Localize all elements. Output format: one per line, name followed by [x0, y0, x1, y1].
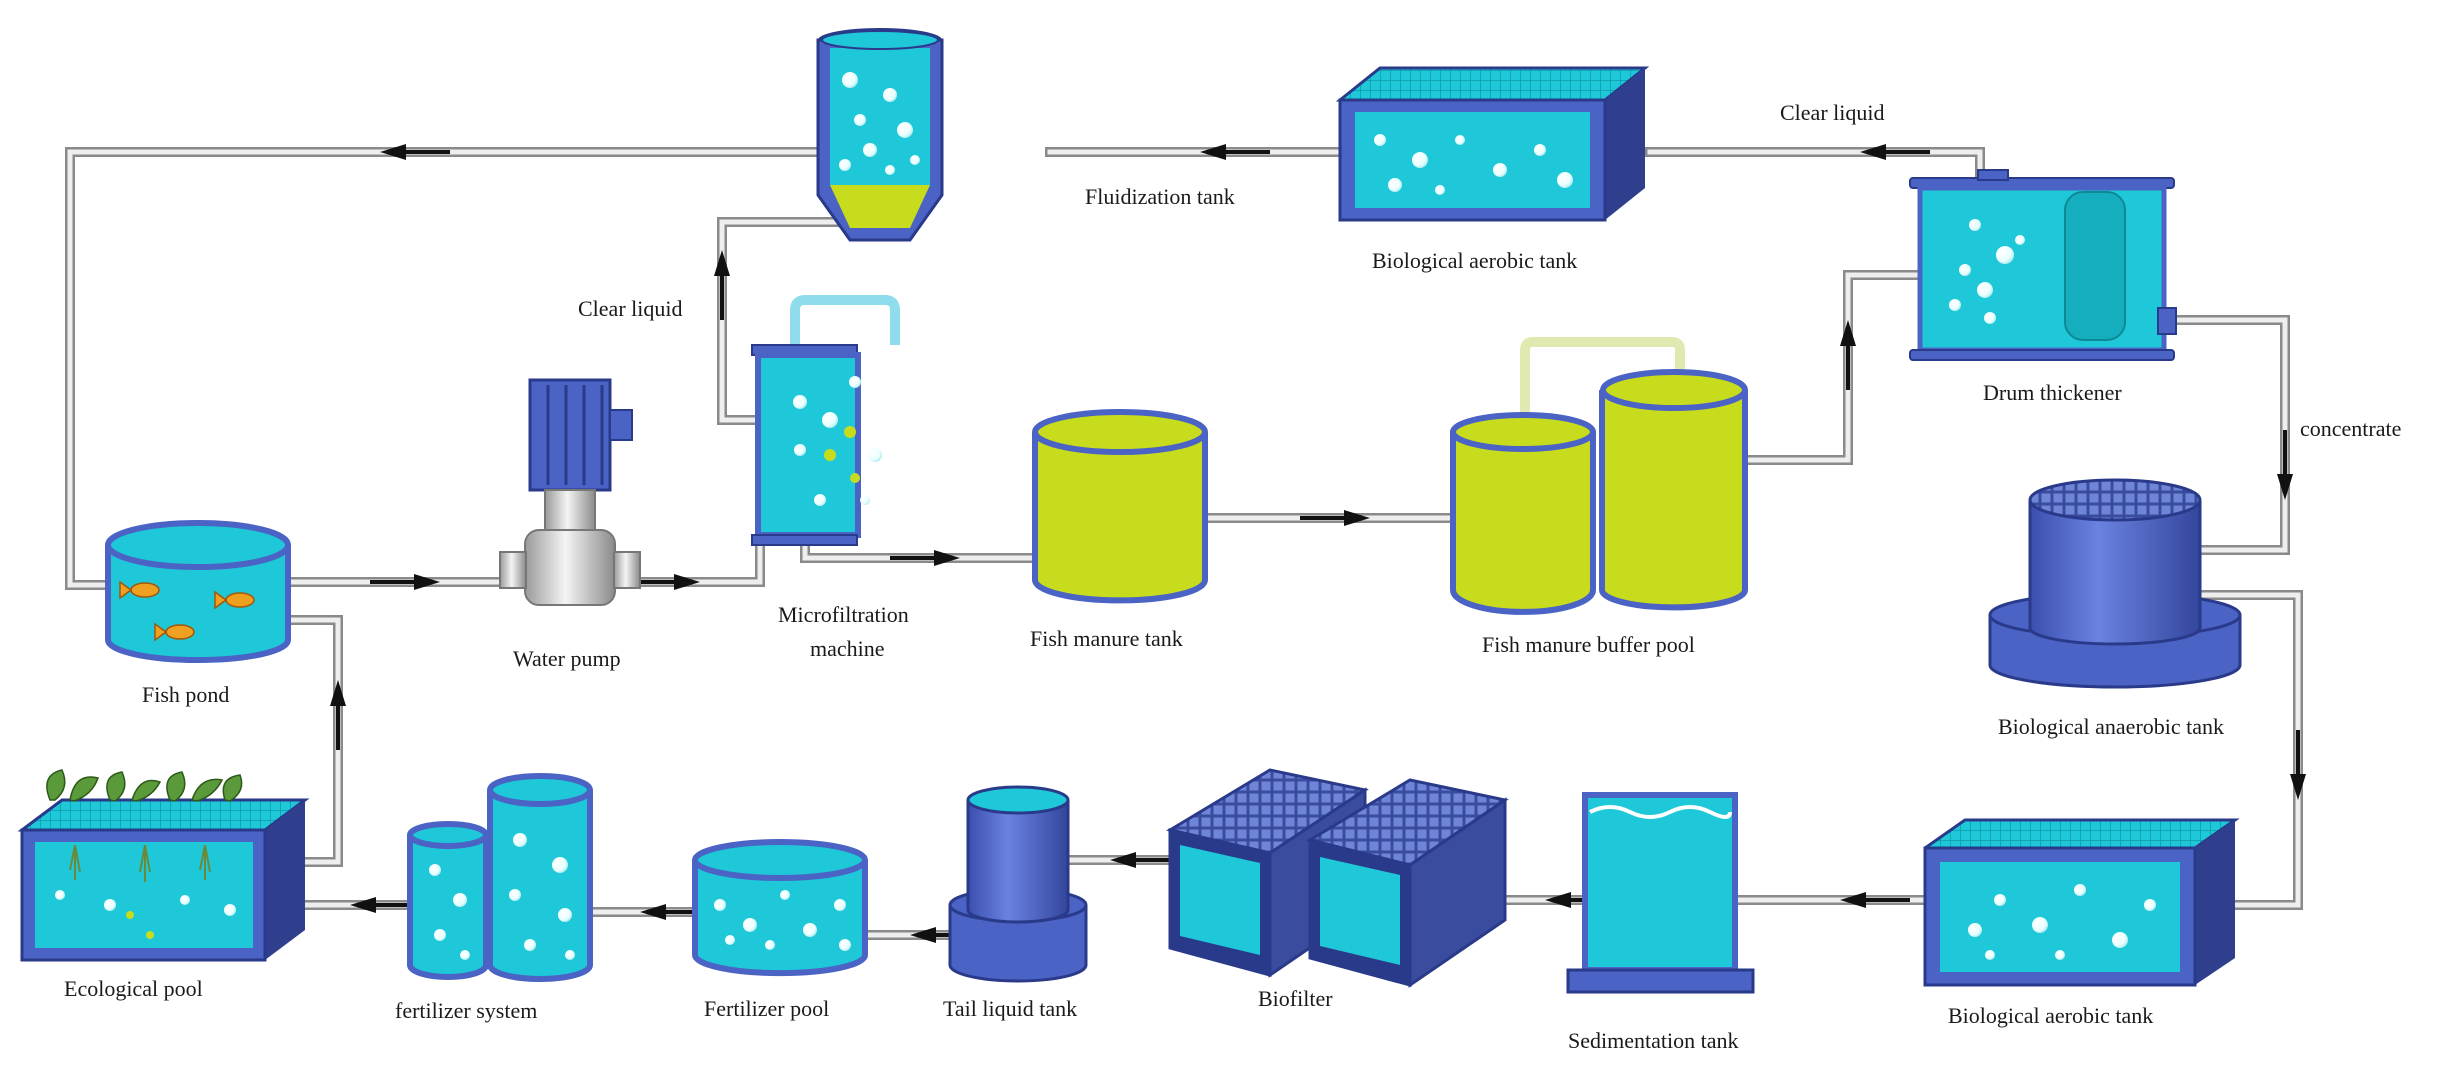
pipe-segment-inner: [67, 149, 821, 588]
flow-arrow-icon: [1840, 320, 1856, 390]
fluidization-tank: [816, 28, 944, 242]
label-concentrate: concentrate: [2300, 416, 2401, 441]
label-fish-manure-buffer-pool: Fish manure buffer pool: [1482, 632, 1695, 657]
label-tail-liquid-tank: Tail liquid tank: [943, 996, 1077, 1021]
label-microfiltration-line2: machine: [810, 636, 885, 661]
flow-arrow-icon: [1300, 510, 1370, 526]
labels: Fluidization tank Biological aerobic tan…: [64, 100, 2401, 1053]
flow-arrow-icon: [330, 680, 346, 750]
pipe-segment-inner: [1742, 272, 1923, 463]
label-fertilizer-pool: Fertilizer pool: [704, 996, 829, 1021]
label-sedimentation-tank: Sedimentation tank: [1568, 1028, 1738, 1053]
fish-manure-buffer-pool: [1450, 337, 1748, 615]
biological-anaerobic-tank: [1988, 478, 2242, 689]
label-biological-aerobic-tank-top: Biological aerobic tank: [1372, 248, 1577, 273]
label-biological-aerobic-tank-bottom: Biological aerobic tank: [1948, 1003, 2153, 1028]
label-ecological-pool: Ecological pool: [64, 976, 203, 1001]
biological-aerobic-tank-bottom: [1923, 818, 2240, 987]
label-fish-manure-tank: Fish manure tank: [1030, 626, 1183, 651]
fertilizer-system: [407, 773, 593, 982]
flow-arrow-icon: [714, 250, 730, 320]
biological-aerobic-tank-top: [1335, 66, 1650, 222]
biofilter: [1166, 768, 1509, 988]
flow-arrows: [330, 144, 2306, 943]
flow-arrow-icon: [2290, 730, 2306, 800]
flow-arrow-icon: [370, 574, 440, 590]
label-biofilter: Biofilter: [1258, 986, 1333, 1011]
flow-arrow-icon: [1110, 852, 1180, 868]
fertilizer-pool: [692, 839, 868, 977]
label-biological-anaerobic-tank: Biological anaerobic tank: [1998, 714, 2224, 739]
pipe-segment-inner: [719, 219, 853, 423]
flow-arrow-icon: [1860, 144, 1930, 160]
flow-arrow-icon: [1200, 144, 1270, 160]
flow-arrow-icon: [1545, 892, 1615, 908]
label-fish-pond: Fish pond: [142, 682, 229, 707]
pipe-segment: [1645, 147, 1985, 183]
root-icon: [69, 844, 211, 882]
pipe-segment: [65, 147, 823, 590]
label-fluidization-tank: Fluidization tank: [1085, 184, 1235, 209]
pipe-segment-inner: [637, 542, 763, 585]
sedimentation-tank: [1566, 792, 1755, 994]
flow-arrow-icon: [1840, 892, 1910, 908]
label-microfiltration-line1: Microfiltration: [778, 602, 909, 627]
flow-arrow-icon: [350, 897, 420, 913]
label-drum-thickener: Drum thickener: [1983, 380, 2122, 405]
water-pump: [499, 378, 641, 606]
label-clear-liquid-left: Clear liquid: [578, 296, 682, 321]
fish-icon: [119, 580, 255, 642]
flow-arrow-icon: [630, 574, 700, 590]
pipe-segment: [1740, 270, 1925, 465]
flow-arrow-icon: [910, 927, 980, 943]
pipe-segment: [635, 540, 765, 587]
label-water-pump: Water pump: [513, 646, 621, 671]
label-clear-liquid-top: Clear liquid: [1780, 100, 1884, 125]
flow-arrow-icon: [380, 144, 450, 160]
microfiltration-machine: [751, 295, 900, 546]
drum-thickener: [1909, 169, 2177, 361]
fish-pond: [105, 520, 291, 663]
fish-manure-tank: [1032, 409, 1208, 604]
flow-arrow-icon: [640, 904, 710, 920]
plant-icon: [46, 769, 243, 802]
flow-arrow-icon: [890, 550, 960, 566]
label-fertilizer-system: fertilizer system: [395, 998, 537, 1023]
flow-arrow-icon: [2277, 430, 2293, 500]
tail-liquid-tank: [948, 785, 1088, 983]
ecological-pool: [17, 769, 310, 962]
